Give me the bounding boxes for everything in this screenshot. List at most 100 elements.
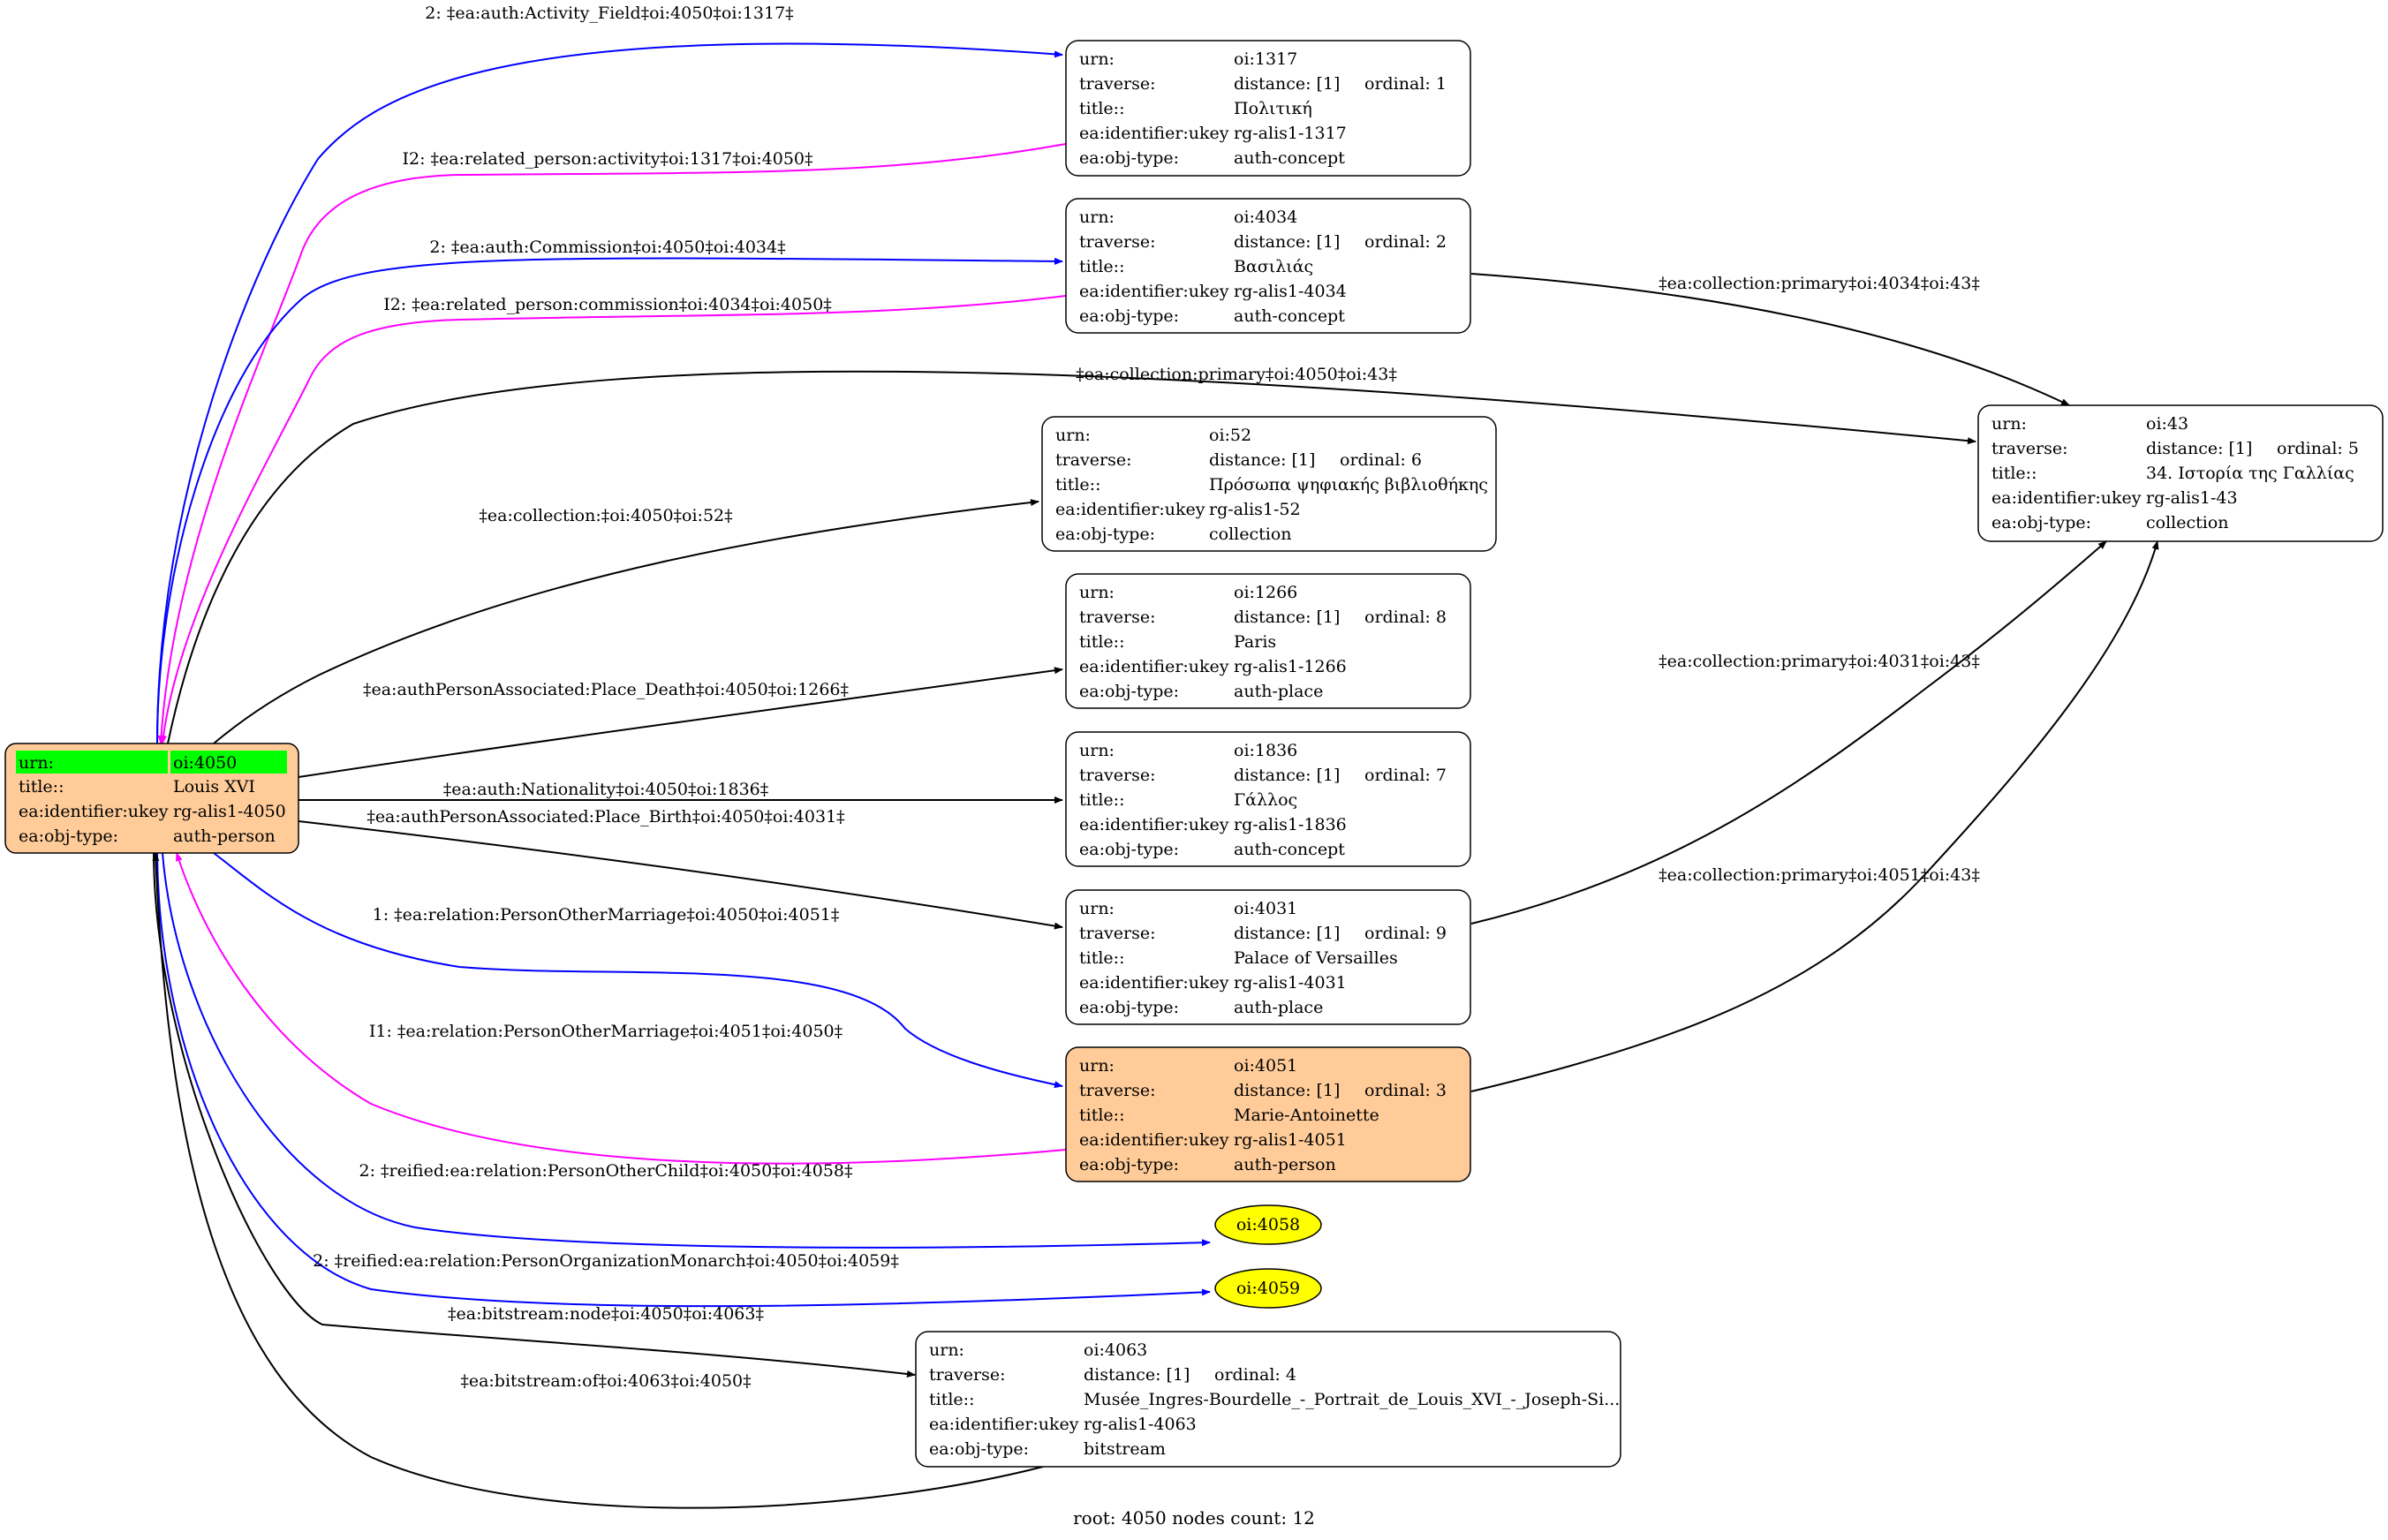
node-value: auth-concept <box>1234 148 1345 168</box>
node-value: auth-place <box>1234 998 1323 1017</box>
edge-collection-primary-4034: ‡ea:collection:primary‡oi:4034‡oi:43‡ <box>1470 273 2070 406</box>
node-key: ea:obj-type: <box>1079 998 1179 1017</box>
svg-text:‡ea:authPersonAssociated:Place: ‡ea:authPersonAssociated:Place_Birth‡oi:… <box>367 807 844 827</box>
node-key: title:: <box>1079 99 1124 118</box>
edge-person-other-child: 2: ‡reified:ea:relation:PersonOtherChild… <box>162 852 1211 1249</box>
node-key: title:: <box>1079 632 1124 652</box>
node-key: ea:identifier:ukey <box>1079 282 1229 301</box>
node-key: urn: <box>1079 899 1115 918</box>
svg-text:1: ‡ea:relation:PersonOtherMar: 1: ‡ea:relation:PersonOtherMarriage‡oi:4… <box>373 905 840 925</box>
node-value: 34. Ιστορία της Γαλλίας <box>2146 464 2354 483</box>
node-key: traverse: <box>1991 439 2068 458</box>
node-oi-4051[interactable]: urn: oi:4051 traverse: distance: [1] ord… <box>1065 1046 1471 1182</box>
svg-text:2: ‡reified:ea:relation:Person: 2: ‡reified:ea:relation:PersonOtherChild… <box>359 1161 853 1181</box>
node-value: oi:4051 <box>1234 1056 1297 1076</box>
node-key: ea:identifier:ukey <box>1991 488 2142 508</box>
node-value: rg-alis1-4034 <box>1234 282 1347 301</box>
node-key: ea:obj-type: <box>1079 840 1179 859</box>
node-value: distance: [1] <box>1234 232 1340 252</box>
node-value: rg-alis1-1836 <box>1234 815 1347 834</box>
node-value: rg-alis1-52 <box>1209 500 1301 519</box>
node-key: title:: <box>1079 257 1124 276</box>
edge-collection-primary-4050: ‡ea:collection:primary‡oi:4050‡oi:43‡ <box>167 365 1976 744</box>
node-value: oi:1836 <box>1234 741 1297 760</box>
root-value-header <box>170 751 287 774</box>
node-key: urn: <box>1079 208 1115 227</box>
node-ordinal: ordinal: 1 <box>1364 74 1447 94</box>
nodes: urn: oi:4050 title:: Louis XVI ea:identi… <box>4 40 2384 1468</box>
node-oi-1317[interactable]: urn: oi:1317 traverse: distance: [1] ord… <box>1065 40 1471 177</box>
svg-text:2: ‡reified:ea:relation:Person: 2: ‡reified:ea:relation:PersonOrganizati… <box>313 1251 899 1271</box>
node-ordinal: ordinal: 2 <box>1364 232 1447 252</box>
node-value: distance: [1] <box>1234 924 1340 943</box>
node-key: ea:obj-type: <box>1055 525 1155 544</box>
node-key: traverse: <box>1079 74 1156 94</box>
node-key: traverse: <box>1079 232 1156 252</box>
node-value: bitstream <box>1084 1439 1166 1459</box>
node-oi-4063[interactable]: urn: oi:4063 traverse: distance: [1] ord… <box>915 1331 1621 1468</box>
node-ordinal: ordinal: 8 <box>1364 608 1447 627</box>
node-key: title:: <box>1079 790 1124 810</box>
edge-marriage-4051-4050: I1: ‡ea:relation:PersonOtherMarriage‡oi:… <box>175 852 1067 1165</box>
node-value: oi:52 <box>1209 426 1251 445</box>
node-key: ea:obj-type: <box>1079 148 1179 168</box>
svg-text:‡ea:authPersonAssociated:Place: ‡ea:authPersonAssociated:Place_Death‡oi:… <box>363 680 849 699</box>
node-key: title:: <box>1991 464 2037 483</box>
node-key: ea:identifier:ukey <box>1079 657 1229 676</box>
node-oi-4058[interactable]: oi:4058 <box>1214 1204 1322 1245</box>
edge-commission: 2: ‡ea:auth:Commission‡oi:4050‡oi:4034‡ <box>156 238 1063 744</box>
node-value: rg-alis1-43 <box>2146 488 2238 508</box>
svg-text:‡ea:collection:primary‡oi:4051: ‡ea:collection:primary‡oi:4051‡oi:43‡ <box>1659 865 1980 885</box>
node-oi-1266[interactable]: urn: oi:1266 traverse: distance: [1] ord… <box>1065 573 1471 709</box>
footer-caption: root: 4050 nodes count: 12 <box>1073 1507 1315 1529</box>
node-key: urn: <box>1991 414 2027 434</box>
node-value: oi:4034 <box>1234 208 1297 227</box>
node-key: ea:identifier:ukey <box>929 1415 1079 1434</box>
node-oi-52[interactable]: urn: oi:52 traverse: distance: [1] ordin… <box>1041 416 1497 552</box>
node-value: rg-alis1-4050 <box>173 802 286 821</box>
edge-marriage-4050-4051: 1: ‡ea:relation:PersonOtherMarriage‡oi:4… <box>213 852 1063 1089</box>
node-value: Louis XVI <box>173 777 255 796</box>
node-value: Musée_Ingres-Bourdelle_-_Portrait_de_Lou… <box>1084 1390 1620 1409</box>
node-key: ea:obj-type: <box>1991 513 2091 532</box>
node-key: ea:identifier:ukey <box>1079 973 1229 993</box>
svg-text:‡ea:collection:primary‡oi:4031: ‡ea:collection:primary‡oi:4031‡oi:43‡ <box>1659 652 1980 671</box>
svg-text:‡ea:collection:‡oi:4050‡oi:52‡: ‡ea:collection:‡oi:4050‡oi:52‡ <box>479 506 732 525</box>
node-oi-4031[interactable]: urn: oi:4031 traverse: distance: [1] ord… <box>1065 889 1471 1025</box>
node-key: ea:identifier:ukey <box>19 802 169 821</box>
node-ordinal: ordinal: 5 <box>2277 439 2359 458</box>
svg-text:2: ‡ea:auth:Commission‡oi:4050: 2: ‡ea:auth:Commission‡oi:4050‡oi:4034‡ <box>429 238 785 257</box>
node-oi-1836[interactable]: urn: oi:1836 traverse: distance: [1] ord… <box>1065 731 1471 867</box>
svg-text:‡ea:bitstream:node‡oi:4050‡oi:: ‡ea:bitstream:node‡oi:4050‡oi:4063‡ <box>448 1304 764 1324</box>
svg-text:‡ea:bitstream:of‡oi:4063‡oi:40: ‡ea:bitstream:of‡oi:4063‡oi:4050‡ <box>460 1371 751 1391</box>
node-value: Βασιλιάς <box>1234 257 1313 276</box>
node-value: oi:1266 <box>1234 583 1297 602</box>
node-oi-4034[interactable]: urn: oi:4034 traverse: distance: [1] ord… <box>1065 198 1471 334</box>
node-oi-43[interactable]: urn: oi:43 traverse: distance: [1] ordin… <box>1977 404 2384 542</box>
svg-text:‡ea:collection:primary‡oi:4050: ‡ea:collection:primary‡oi:4050‡oi:43‡ <box>1076 365 1397 384</box>
node-oi-4050[interactable]: urn: oi:4050 title:: Louis XVI ea:identi… <box>4 743 299 854</box>
node-value: Paris <box>1234 632 1276 652</box>
node-key: ea:identifier:ukey <box>1055 500 1205 519</box>
node-key: urn: <box>19 753 54 773</box>
edge-activity-field: 2: ‡ea:auth:Activity_Field‡oi:4050‡oi:13… <box>156 4 1063 744</box>
node-value: distance: [1] <box>1234 608 1340 627</box>
node-key: traverse: <box>1079 608 1156 627</box>
node-value: auth-person <box>173 827 276 846</box>
node-value: distance: [1] <box>1234 74 1340 94</box>
node-oi-4059[interactable]: oi:4059 <box>1214 1268 1322 1309</box>
node-value: rg-alis1-4031 <box>1234 973 1347 993</box>
node-key: ea:obj-type: <box>1079 306 1179 326</box>
node-key: urn: <box>1079 741 1115 760</box>
node-key: ea:obj-type: <box>929 1439 1029 1459</box>
node-key: title:: <box>1055 475 1100 494</box>
node-value: Πολιτική <box>1234 99 1312 118</box>
node-value: oi:43 <box>2146 414 2188 434</box>
node-value: auth-concept <box>1234 306 1345 326</box>
svg-text:‡ea:auth:Nationality‡oi:4050‡o: ‡ea:auth:Nationality‡oi:4050‡oi:1836‡ <box>443 780 769 799</box>
node-value: oi:4063 <box>1084 1340 1147 1360</box>
node-key: urn: <box>929 1340 964 1360</box>
node-key: urn: <box>1079 583 1115 602</box>
node-key: traverse: <box>929 1365 1006 1385</box>
